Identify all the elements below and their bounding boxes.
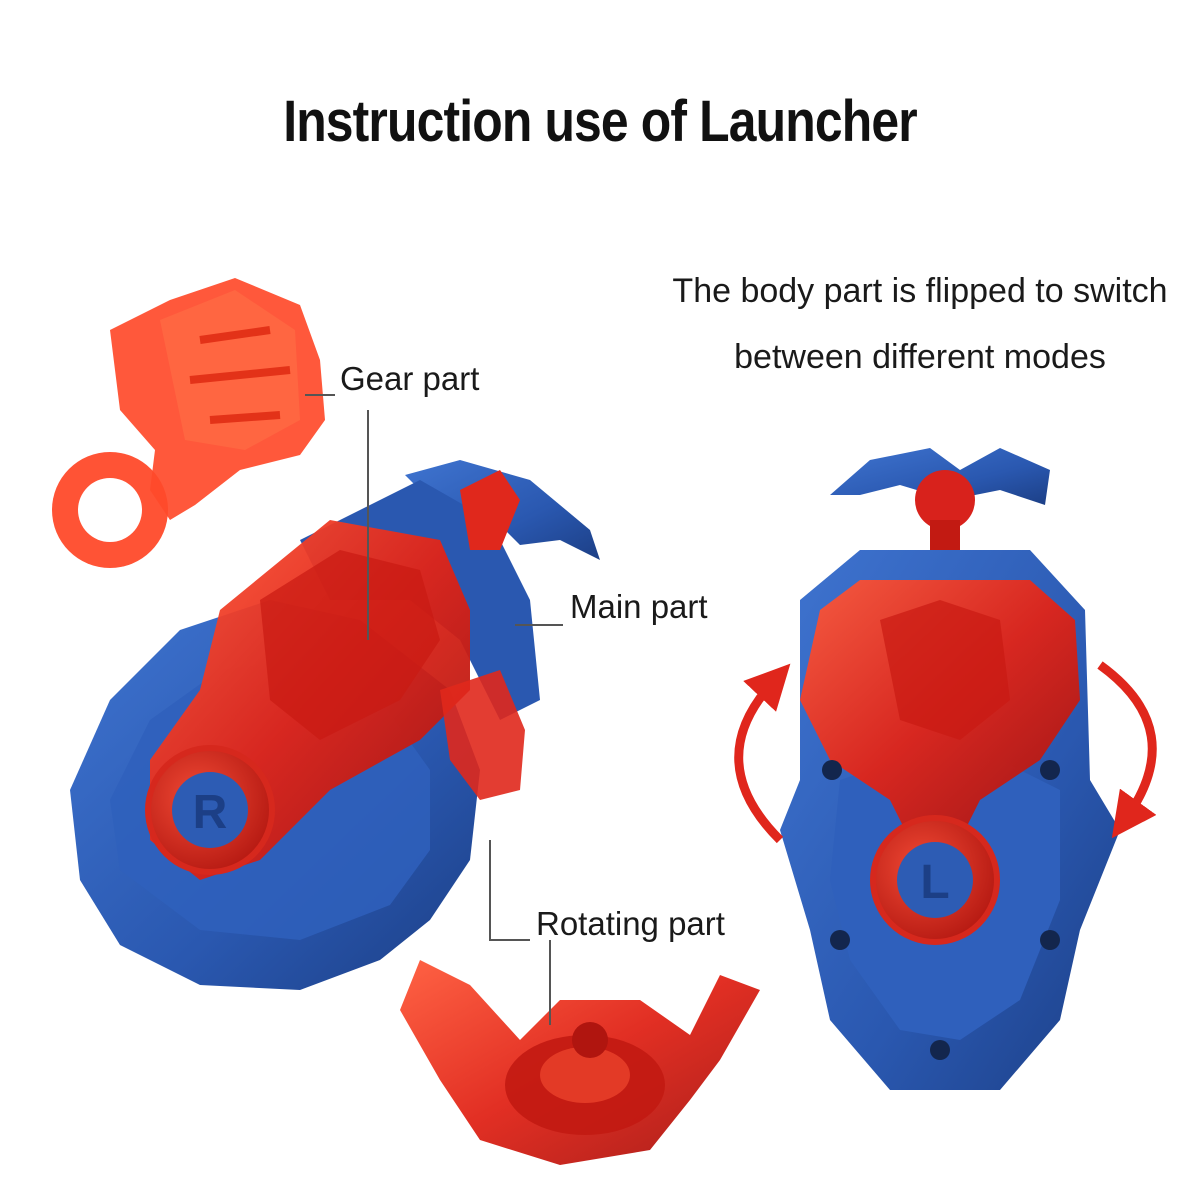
flip-arrow-left [739, 680, 780, 840]
rotating-part-piece [400, 960, 760, 1165]
r-badge-letter: R [193, 786, 228, 839]
main-part-label: Main part [570, 588, 708, 626]
l-badge-letter: L [920, 856, 949, 909]
gear-part-label: Gear part [340, 360, 479, 398]
right-launcher-body: L [780, 448, 1120, 1090]
rotating-part-label: Rotating part [536, 905, 725, 943]
flip-arrow-right [1100, 665, 1152, 820]
rotating-leader-line [490, 840, 530, 940]
gear-part-piece [52, 278, 325, 568]
